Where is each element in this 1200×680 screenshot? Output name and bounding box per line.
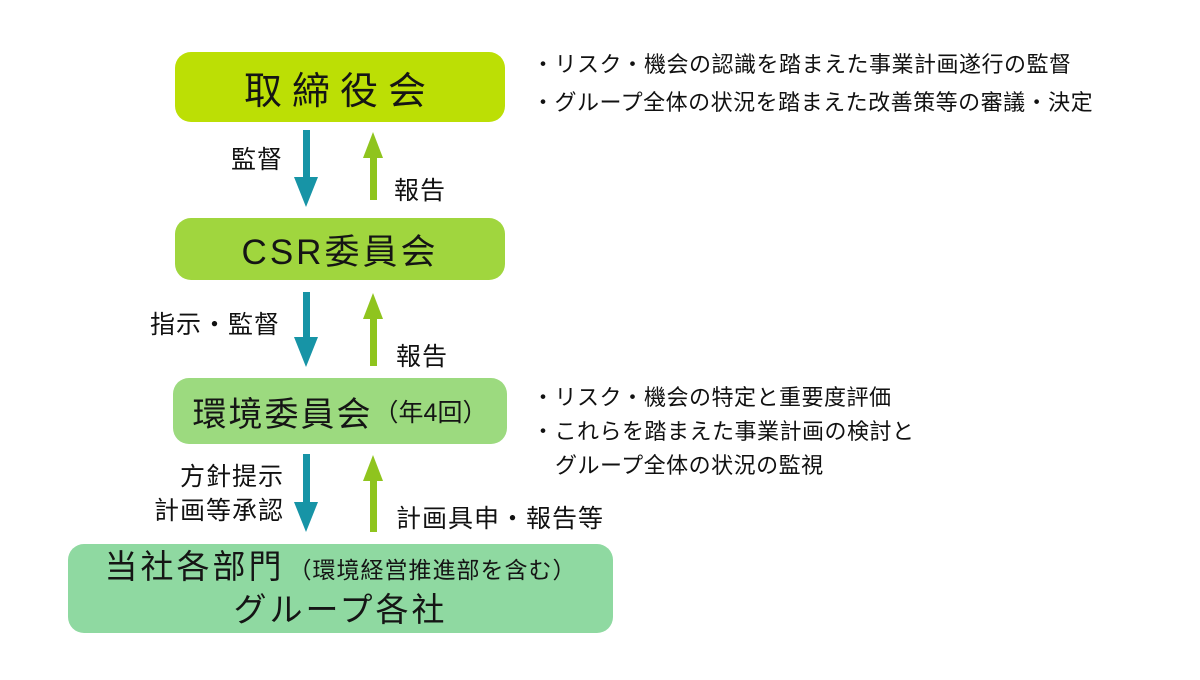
- box-departments-group-companies: 当社各部門（環境経営推進部を含む） グループ各社: [68, 544, 613, 633]
- plan-approval-line: 計画等承認: [153, 497, 284, 525]
- up-arrow-icon: [363, 132, 383, 200]
- report-label: 報告: [394, 177, 447, 205]
- arrow-head: [294, 502, 318, 532]
- arrow-shaft: [302, 292, 310, 337]
- report-label: 報告: [396, 343, 449, 371]
- box-environment-committee: 環境委員会 （年4回）: [173, 378, 507, 444]
- up-arrow-icon: [363, 293, 383, 366]
- plan-proposal-report-label: 計画具申・報告等: [396, 505, 605, 533]
- instruction-supervision-label: 指示・監督: [149, 311, 280, 339]
- arrow-head: [363, 293, 383, 319]
- arrow-shaft: [369, 158, 377, 200]
- arrow-head: [363, 132, 383, 158]
- box-csr-committee: CSR委員会: [175, 218, 505, 280]
- env-note-line: ・リスク・機会の特定と重要度評価: [532, 385, 892, 410]
- down-arrow-icon: [294, 292, 318, 367]
- policy-presentation-line: 方針提示: [179, 463, 284, 491]
- arrow-shaft: [369, 481, 377, 532]
- board-note-line: ・グループ全体の状況を踏まえた改善策等の審議・決定: [532, 90, 1094, 115]
- csr-committee-title: CSR委員会: [241, 232, 439, 272]
- arrow-shaft: [302, 454, 310, 502]
- supervision-label: 監督: [230, 146, 283, 174]
- down-arrow-icon: [294, 454, 318, 532]
- departments-title: 当社各部門: [104, 548, 285, 585]
- arrow-shaft: [369, 319, 377, 366]
- environment-committee-title: 環境委員会: [192, 395, 373, 434]
- board-responsibilities-note: ・リスク・機会の認識を踏まえた事業計画遂行の監督 ・グループ全体の状況を踏まえた…: [532, 46, 1093, 122]
- up-arrow-icon: [363, 455, 383, 532]
- board-of-directors-title: 取締役会: [243, 70, 436, 113]
- env-note-line: ・これらを踏まえた事業計画の検討と: [532, 419, 915, 444]
- down-arrow-icon: [294, 130, 318, 207]
- environment-committee-frequency: （年4回）: [373, 399, 488, 427]
- board-note-line: ・リスク・機会の認識を踏まえた事業計画遂行の監督: [532, 52, 1072, 77]
- environment-responsibilities-note: ・リスク・機会の特定と重要度評価 ・これらを踏まえた事業計画の検討と グループ全…: [532, 381, 915, 483]
- arrow-head: [363, 455, 383, 481]
- policy-approval-label: 方針提示 計画等承認: [154, 460, 284, 528]
- group-companies-title: グループ各社: [233, 591, 448, 628]
- arrow-head: [294, 337, 318, 367]
- arrow-shaft: [302, 130, 310, 177]
- departments-note: （環境経営推進部を含む）: [288, 557, 577, 583]
- box-board-of-directors: 取締役会: [175, 52, 505, 122]
- departments-line: 当社各部門（環境経営推進部を含む）: [105, 547, 577, 590]
- env-note-line: グループ全体の状況の監視: [555, 453, 824, 478]
- arrow-head: [294, 177, 318, 207]
